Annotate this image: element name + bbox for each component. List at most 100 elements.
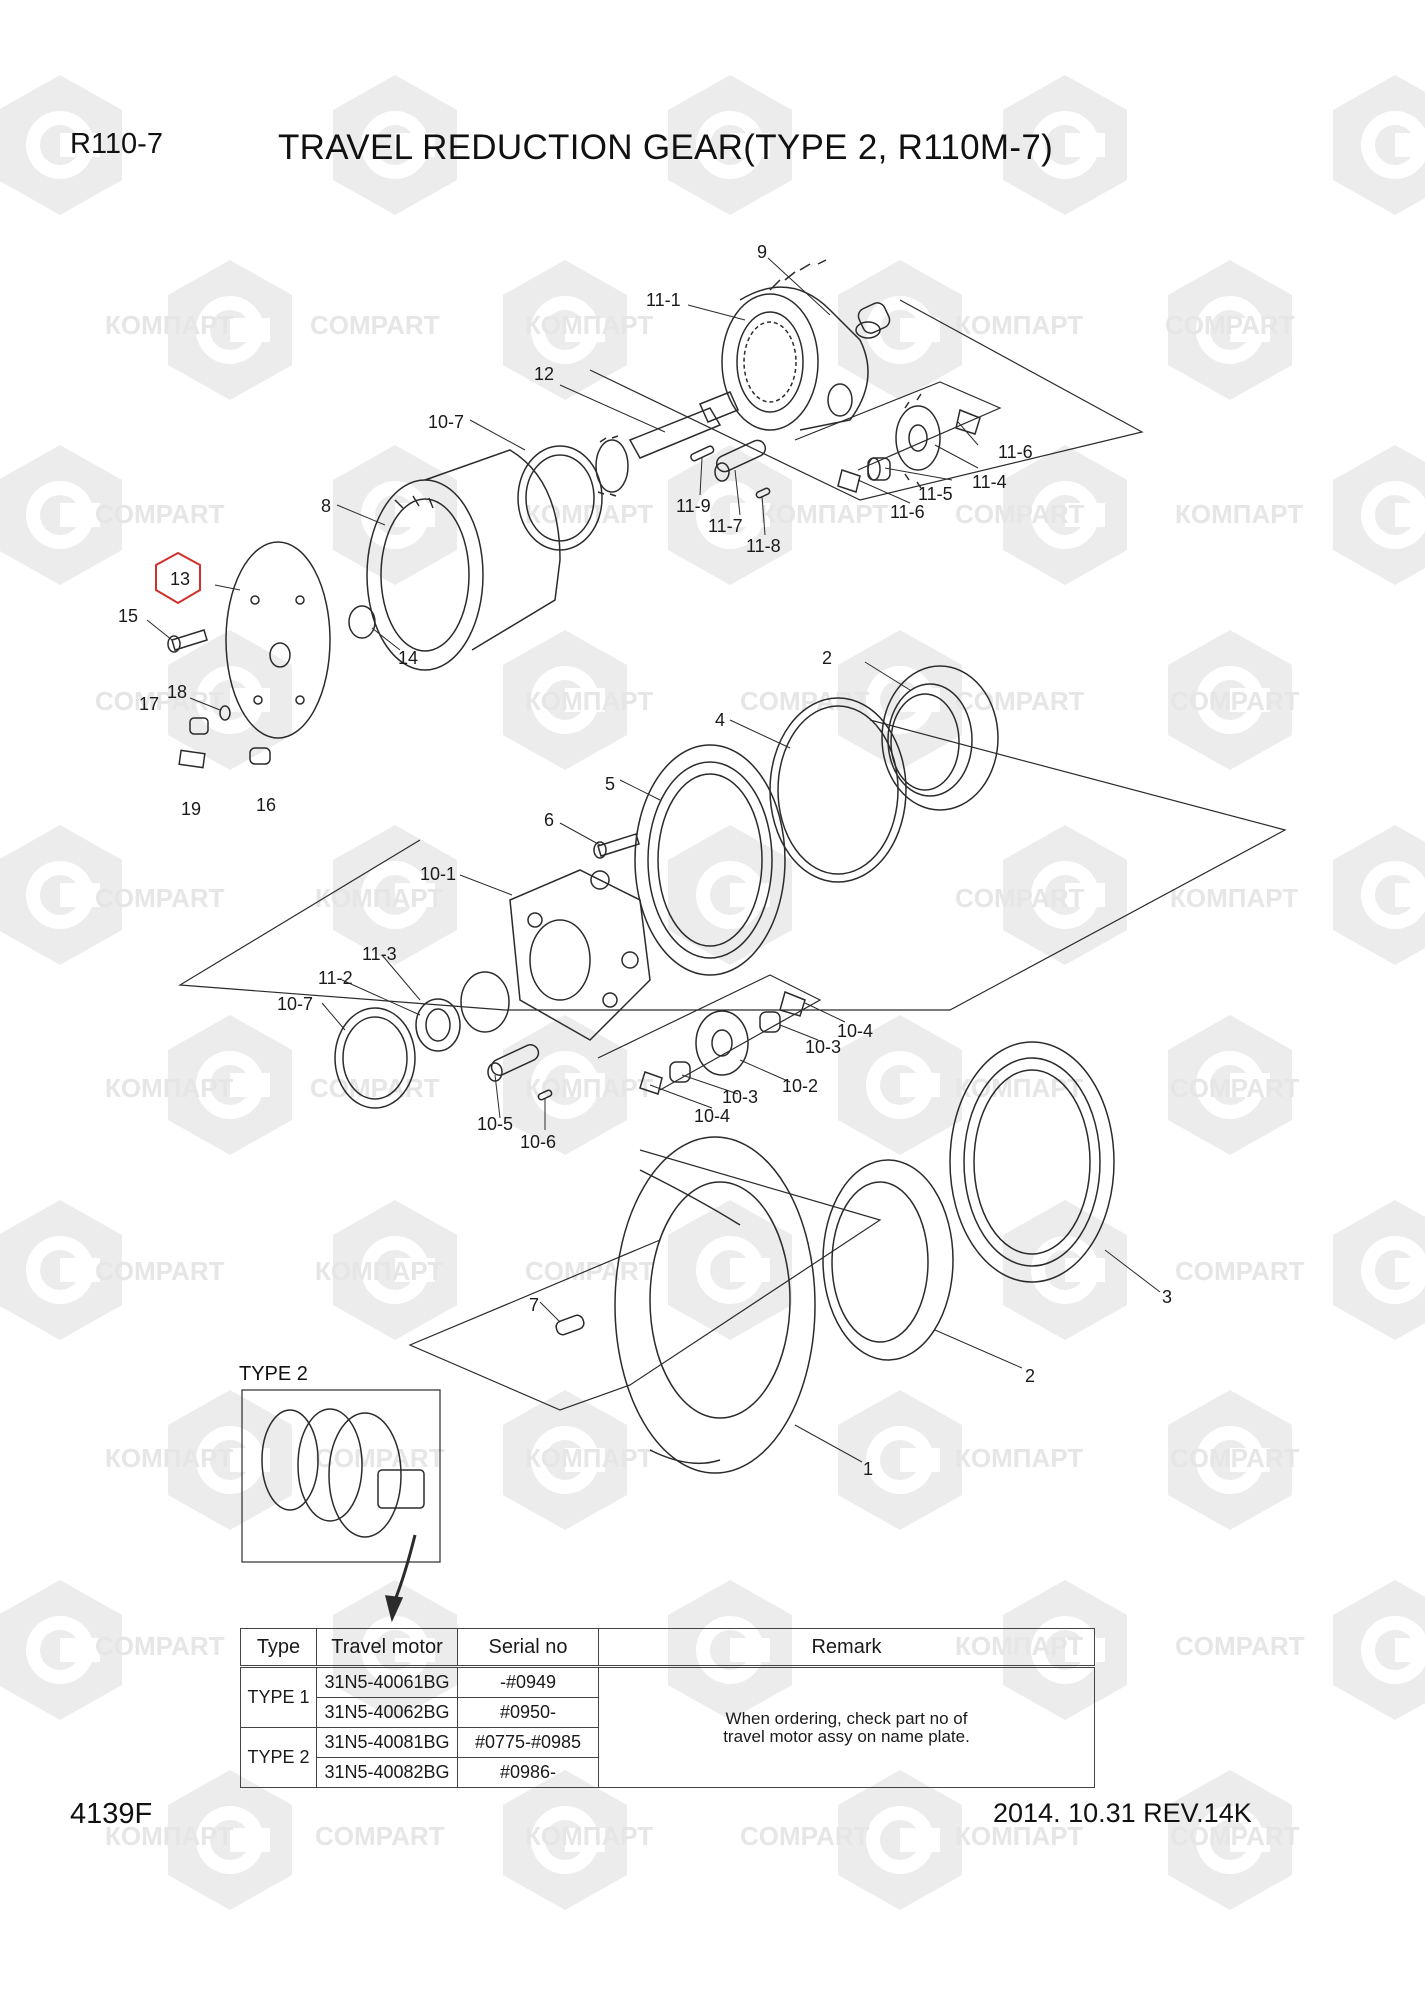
serial-no-cell: -#0949 [457,1666,599,1698]
part-11-5-needle-bearing [867,457,891,481]
watermark-text-cyrillic: КОМПАРТ [525,499,653,529]
watermark-text-cyrillic: КОМПАРТ [955,310,1083,340]
revision-date: 2014. 10.31 REV.14K [993,1798,1252,1828]
serial-no-cell: #0950- [457,1697,599,1728]
callout-16: 16 [256,795,276,815]
part-7-dowel-pin [555,1314,585,1336]
remark-line-2: travel motor assy on name plate. [723,1726,970,1746]
callout-10-1: 10-1 [420,864,456,884]
watermark-text-cyrillic: КОМПАРТ [955,1073,1083,1103]
callout-11-3: 11-3 [362,944,397,964]
column-header-type: Type [240,1628,317,1668]
travel-motor-cell: 31N5-40062BG [316,1697,458,1728]
frame-planet-gear-lower [597,974,822,1091]
part-5-spacer-ring [634,744,786,976]
callout-1: 1 [863,1459,873,1479]
callout-11-8: 11-8 [746,536,781,556]
column-header-travel-motor: Travel motor [316,1628,458,1668]
column-header-remark: Remark [598,1628,1095,1668]
callout-13-highlight-hexagon [155,551,201,605]
part-16-plug [249,747,271,765]
watermark-text-latin: COMPART [1170,1073,1300,1103]
watermark-text-latin: COMPART [95,1631,225,1661]
type-1-cell: TYPE 1 [240,1666,317,1728]
watermark-text-latin: COMPART [1170,1821,1300,1851]
part-11-6-thrust-washer-left [837,469,861,493]
part-10-7-thrust-washer-upper [517,445,603,551]
watermark-text-cyrillic: КОМПАРТ [525,1443,653,1473]
watermark-text-latin: COMPART [955,686,1085,716]
part-9-pin [855,302,891,339]
watermark-text-latin: COMPART [1175,1631,1305,1661]
leader-lines [146,257,1161,1463]
part-2-bearing-lower [822,1159,954,1361]
part-17-plug [189,717,209,735]
watermark-text-cyrillic: КОМПАРТ [315,1256,443,1286]
callout-11-6-right: 11-6 [998,442,1033,462]
part-11-4-planet-gear [895,393,941,489]
callout-10-4-lower: 10-4 [694,1106,730,1126]
watermark-text-cyrillic: КОМПАРТ [315,883,443,913]
table-row: 31N5-40062BG #0950- [241,1697,1095,1728]
watermark-text-cyrillic: КОМПАРТ [105,1821,233,1851]
part-10-3-needle-bearing-lower [669,1061,691,1083]
part-2-bearing-upper [881,665,999,811]
type2-inset-label: TYPE 2 [239,1363,308,1385]
watermark-text-latin: COMPART [740,686,870,716]
watermark-text-latin: COMPART [1170,1443,1300,1473]
callout-12: 12 [534,364,554,384]
callout-18: 18 [167,682,187,702]
type2-pointer-arrow [393,1534,417,1601]
callout-19: 19 [181,799,201,819]
callout-17: 17 [139,694,159,714]
watermark-text-cyrillic: КОМПАРТ [955,1821,1083,1851]
table-row: TYPE 2 31N5-40081BG #0775-#0985 [240,1727,1095,1788]
callout-labels: 1 2 2 3 4 5 6 7 8 9 10-1 10-2 10-3 10-3 … [118,242,1172,1479]
watermark-text-latin: COMPART [95,883,225,913]
part-6-bolt [593,833,640,859]
watermark-text-cyrillic: КОМПАРТ [760,499,888,529]
callout-4: 4 [715,710,725,730]
column-header-serial-no: Serial no [457,1628,599,1668]
type-2-cell: TYPE 2 [240,1727,317,1788]
page-code: 4139F [70,1798,153,1830]
part-11-3-snap-ring [460,971,510,1033]
watermark-text-latin: COMPART [525,1256,655,1286]
part-10-4-thrust-washer-upper [779,990,806,1017]
watermark-text-cyrillic: КОМПАРТ [1175,499,1303,529]
callout-11-1: 11-1 [646,290,681,310]
part-14-o-ring [348,605,376,639]
frame-middle-carrier [178,719,1287,1011]
travel-motor-cell: 31N5-40081BG [316,1727,458,1758]
callout-7: 7 [529,1295,539,1315]
callout-10-6: 10-6 [520,1132,556,1152]
watermark-text-cyrillic: КОМПАРТ [525,686,653,716]
part-10-6-spring-pin [537,1089,553,1101]
callout-3: 3 [1162,1287,1172,1307]
callout-11-6-left: 11-6 [890,502,925,522]
table-row: 31N5-40082BG #0986- [241,1757,1095,1788]
type2-motor-illustration [261,1408,425,1538]
part-10-4-thrust-washer-lower [639,1071,663,1095]
watermark-text-latin: COMPART [740,1821,870,1851]
part-3-floating-seal [949,1041,1115,1283]
callout-13: 13 [170,569,190,589]
watermark-text-cyrillic: КОМПАРТ [525,1821,653,1851]
part-10-2-planet-gear [695,1010,749,1076]
watermark-text-latin: COMPART [95,686,225,716]
part-11-1-carrier [721,259,869,431]
frame-planet-gear-upper [794,381,1002,471]
part-11-2-sun-gear [415,998,461,1052]
callout-14: 14 [398,648,418,668]
part-10-7-thrust-washer-lower [334,1007,416,1109]
watermark-text-latin: COMPART [315,1821,445,1851]
callout-11-2: 11-2 [318,968,353,988]
callout-11-4: 11-4 [972,472,1007,492]
callout-11-5: 11-5 [918,484,953,504]
part-11-7-pin [714,439,767,482]
frame-upper-carrier [589,299,1144,501]
table-header-row: Type Travel motor Serial no Remark [240,1628,1095,1668]
watermark-text-latin: COMPART [1170,686,1300,716]
callout-11-9: 11-9 [676,496,711,516]
